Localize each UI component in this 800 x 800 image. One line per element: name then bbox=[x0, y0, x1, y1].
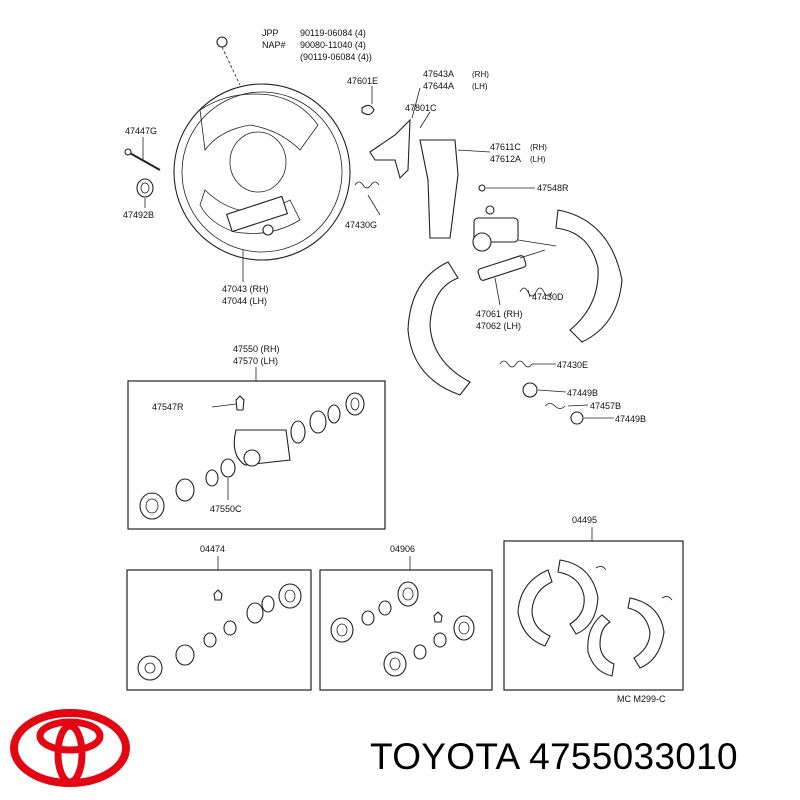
label-47643a: 47643A bbox=[423, 69, 454, 79]
brake-shoe-right bbox=[555, 209, 623, 343]
label-jpp-num: 90119-06084 (4) bbox=[300, 28, 366, 38]
label-47449b-2: 47449B bbox=[615, 414, 646, 424]
label-47601e: 47601E bbox=[347, 76, 378, 86]
label-04474: 04474 bbox=[200, 544, 225, 554]
pin-47548r bbox=[478, 184, 486, 192]
brake-shoe-left bbox=[407, 261, 471, 396]
wheel-cylinder-upper bbox=[472, 205, 557, 252]
cup-47449b bbox=[522, 382, 538, 398]
clip-47601e bbox=[361, 104, 375, 116]
label-47430d: 47430D bbox=[532, 292, 564, 302]
label-47612a: 47612A bbox=[490, 154, 521, 164]
label-47062: 47062 (LH) bbox=[476, 321, 521, 331]
leader-lines-upper bbox=[144, 86, 614, 419]
adjuster-47061 bbox=[477, 249, 546, 281]
label-04906: 04906 bbox=[390, 544, 415, 554]
cup-47449b-lower bbox=[570, 411, 584, 425]
label-47044: 47044 (LH) bbox=[222, 296, 267, 306]
wheel-cylinder-box bbox=[127, 380, 386, 530]
brand-caption: TOYOTA 4755033010 bbox=[370, 736, 738, 778]
label-nap-num: 90080-11040 (4) bbox=[300, 40, 366, 50]
label-47447g: 47447G bbox=[125, 126, 157, 136]
label-47043: 47043 (RH) bbox=[222, 284, 269, 294]
label-jpp: JPP bbox=[262, 28, 279, 38]
bolt-47447g bbox=[124, 137, 161, 171]
lever-47643a bbox=[369, 118, 411, 180]
label-47492b: 47492B bbox=[123, 210, 154, 220]
label-47801c: 47801C bbox=[405, 103, 437, 113]
label-47548r: 47548R bbox=[537, 183, 569, 193]
label-47612a-side: (LH) bbox=[530, 155, 546, 164]
wheel-cylinder-exploded bbox=[139, 392, 365, 520]
label-47570: 47570 (LH) bbox=[233, 356, 278, 366]
label-47550c: 47550C bbox=[210, 504, 242, 514]
label-47550: 47550 (RH) bbox=[233, 344, 280, 354]
toyota-logo bbox=[10, 709, 130, 787]
kit-04906-parts bbox=[330, 581, 475, 677]
kit-box-04906 bbox=[319, 569, 493, 691]
label-47611c-side: (RH) bbox=[530, 143, 547, 152]
label-47061: 47061 (RH) bbox=[476, 309, 523, 319]
label-47644a-side: (LH) bbox=[472, 82, 488, 91]
label-diagram-code: MC M299-C bbox=[617, 694, 666, 704]
spring-47457b bbox=[544, 403, 566, 409]
brand-name: TOYOTA bbox=[370, 736, 519, 777]
label-47611c: 47611C bbox=[490, 142, 521, 152]
label-47430e: 47430E bbox=[557, 360, 588, 370]
kit-box-04495 bbox=[503, 540, 684, 691]
label-47457b: 47457B bbox=[590, 401, 621, 411]
backing-plate bbox=[173, 36, 351, 261]
label-47644a: 47644A bbox=[423, 81, 454, 91]
label-47643a-side: (RH) bbox=[472, 70, 489, 79]
spring-47430e bbox=[499, 360, 533, 368]
strut-47611c bbox=[419, 139, 459, 239]
label-47547r: 47547R bbox=[152, 402, 184, 412]
label-47449b-1: 47449B bbox=[567, 388, 598, 398]
kit-box-04474 bbox=[126, 569, 312, 691]
label-04495: 04495 bbox=[572, 515, 597, 525]
label-nap: NAP# bbox=[262, 40, 286, 50]
kit-04495-shoes bbox=[517, 559, 673, 677]
label-nap-alt: (90119-06084 (4)) bbox=[300, 52, 372, 62]
washer-47492b bbox=[136, 178, 154, 198]
part-number: 4755033010 bbox=[529, 736, 738, 777]
spring-47430d bbox=[519, 287, 553, 297]
spring-47430g bbox=[354, 181, 380, 189]
label-47430g: 47430G bbox=[345, 220, 377, 230]
kit-04474-parts bbox=[137, 583, 302, 681]
